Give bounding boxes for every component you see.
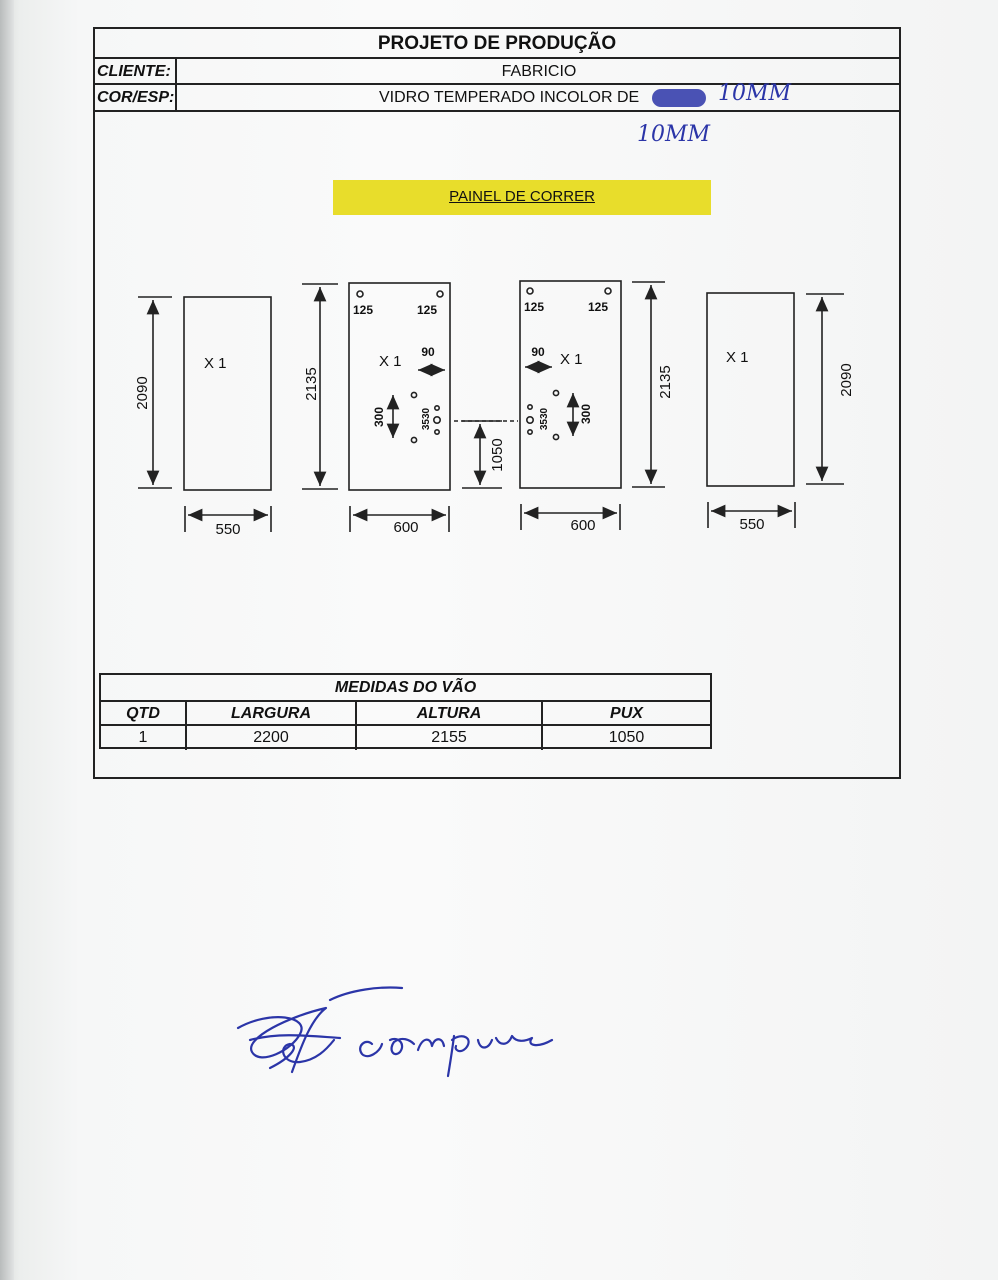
cell-pux: 1050 [608,729,645,746]
panel-slide-left-hole-1: 125 [353,303,373,317]
color-spec-value: VIDRO TEMPERADO INCOLOR DE [379,89,640,106]
opening-measurements-table: MEDIDAS DO VÃO QTD LARGURA ALTURA PUX 1 … [99,673,712,750]
panel-fixed-left-qty: X 1 [204,355,227,372]
sheet-title: PROJETO DE PRODUÇÃO [95,29,899,59]
panel-type-label: PAINEL DE CORRER [449,188,595,205]
panel-fixed-left [183,296,272,491]
panel-slide-right-height: 2135 [657,365,674,398]
table-divider [101,724,710,726]
panel-slide-left-width: 600 [393,519,418,536]
production-sheet-frame: PROJETO DE PRODUÇÃO CLIENTE: FABRICIO CO… [93,27,901,779]
cell-qtd: 1 [101,726,187,750]
paper-edge [0,0,14,1280]
panel-fixed-right [706,292,795,487]
panel-slide-left-handle-label: 3530 [421,407,432,430]
panel-type-banner: PAINEL DE CORRER [333,180,711,215]
client-label: CLIENTE: [97,59,177,83]
crossed-out-scribble [652,89,706,107]
panel-slide-left-qty: X 1 [379,353,402,370]
panel-slide-right-handle-offset: 90 [531,345,545,359]
panel-slide-right-qty: X 1 [560,351,583,368]
handwritten-thickness-1: 10MM [718,81,792,106]
col-header-pux: PUX [610,705,643,722]
panel-slide-right-handle-label: 3530 [539,407,550,430]
cell-altura: 2155 [357,726,543,750]
panel-slide-left-hole-2: 125 [417,303,437,317]
panel-fixed-right-qty: X 1 [726,349,749,366]
panel-slide-right-handle-spacing: 300 [579,404,593,424]
panel-slide-left-handle-offset: 90 [421,345,435,359]
panel-slide-right-hole-2: 125 [588,300,608,314]
panel-slide-left [348,282,451,491]
panel-fixed-right-height: 2090 [838,363,855,396]
color-spec-row: COR/ESP: VIDRO TEMPERADO INCOLOR DE [95,85,899,112]
panel-slide-right-hole-1: 125 [524,300,544,314]
panel-fixed-right-width: 550 [739,516,764,533]
panel-slide-right [519,280,622,489]
color-spec-label: COR/ESP: [97,85,177,110]
handle-height: 1050 [489,438,506,471]
panel-fixed-left-height: 2090 [134,376,151,409]
handwritten-thickness-2: 10MM [637,122,711,147]
technical-drawing: X 1 2090 550 2135 600 125 125 X 1 90 300… [134,280,855,538]
panel-slide-right-width: 600 [570,517,595,534]
client-row: CLIENTE: FABRICIO [95,59,899,85]
panel-fixed-left-width: 550 [215,521,240,538]
client-value: FABRICIO [501,63,577,80]
handwritten-signature [236,986,554,1078]
col-header-altura: ALTURA [357,702,543,726]
col-header-largura: LARGURA [187,702,357,726]
cell-largura: 2200 [187,726,357,750]
measurements-title: MEDIDAS DO VÃO [101,675,710,702]
panel-slide-left-handle-spacing: 300 [372,407,386,427]
panel-slide-left-height: 2135 [303,367,320,400]
col-header-qtd: QTD [101,702,187,726]
